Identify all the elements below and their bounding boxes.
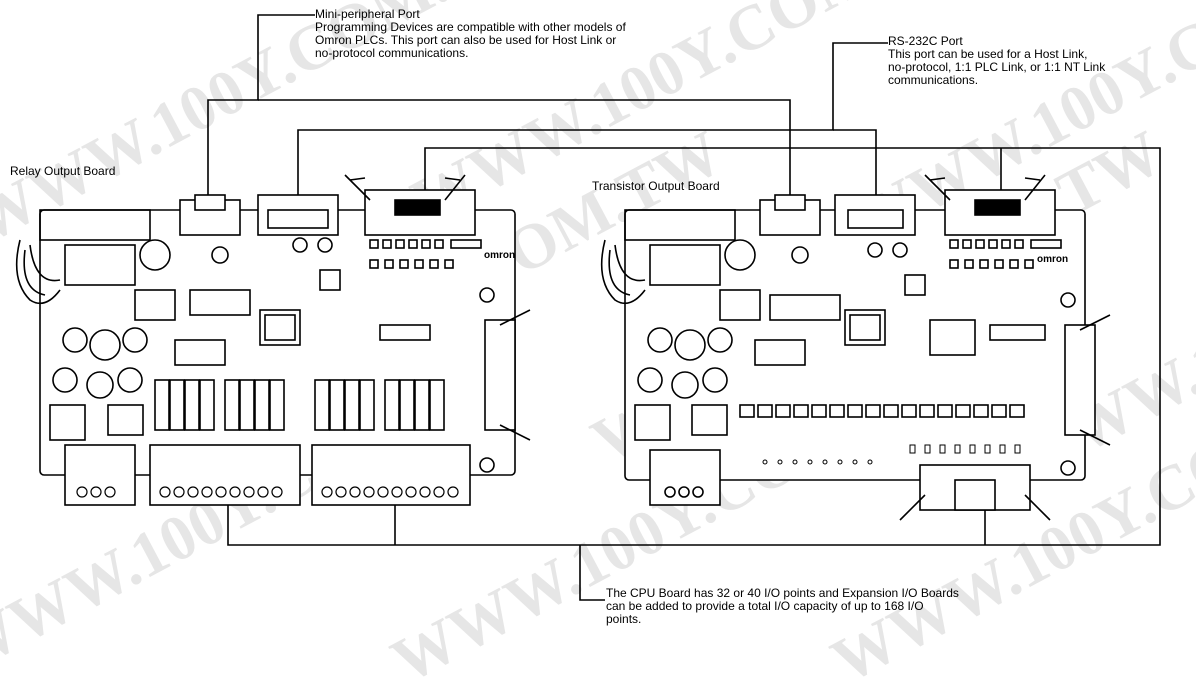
cpu-board-leader: [580, 545, 605, 600]
plc-board-diagram: [0, 0, 1196, 634]
transistor-output-board: [602, 175, 1110, 520]
mini-peripheral-port-line-3: no-protocol communications.: [315, 47, 626, 60]
transistor-board-brand: omron: [1037, 253, 1068, 266]
rs232c-leader: [298, 43, 888, 200]
rs232c-port-callout: RS-232C Port This port can be used for a…: [888, 35, 1105, 87]
relay-output-board: [17, 175, 530, 505]
mini-peripheral-port-callout: Mini-peripheral Port Programming Devices…: [315, 8, 626, 60]
mini-peripheral-leader: [208, 15, 315, 205]
transistor-output-board-label: Transistor Output Board: [592, 180, 720, 193]
rs232c-port-line-3: communications.: [888, 74, 1105, 87]
rs232c-branch: [833, 130, 876, 198]
cpu-board-line-2: can be added to provide a total I/O capa…: [606, 600, 959, 613]
cpu-board-line-3: points.: [606, 613, 959, 626]
relay-output-board-label: Relay Output Board: [10, 165, 115, 178]
cpu-board-callout: The CPU Board has 32 or 40 I/O points an…: [606, 587, 959, 626]
relay-board-brand: omron: [484, 249, 515, 262]
